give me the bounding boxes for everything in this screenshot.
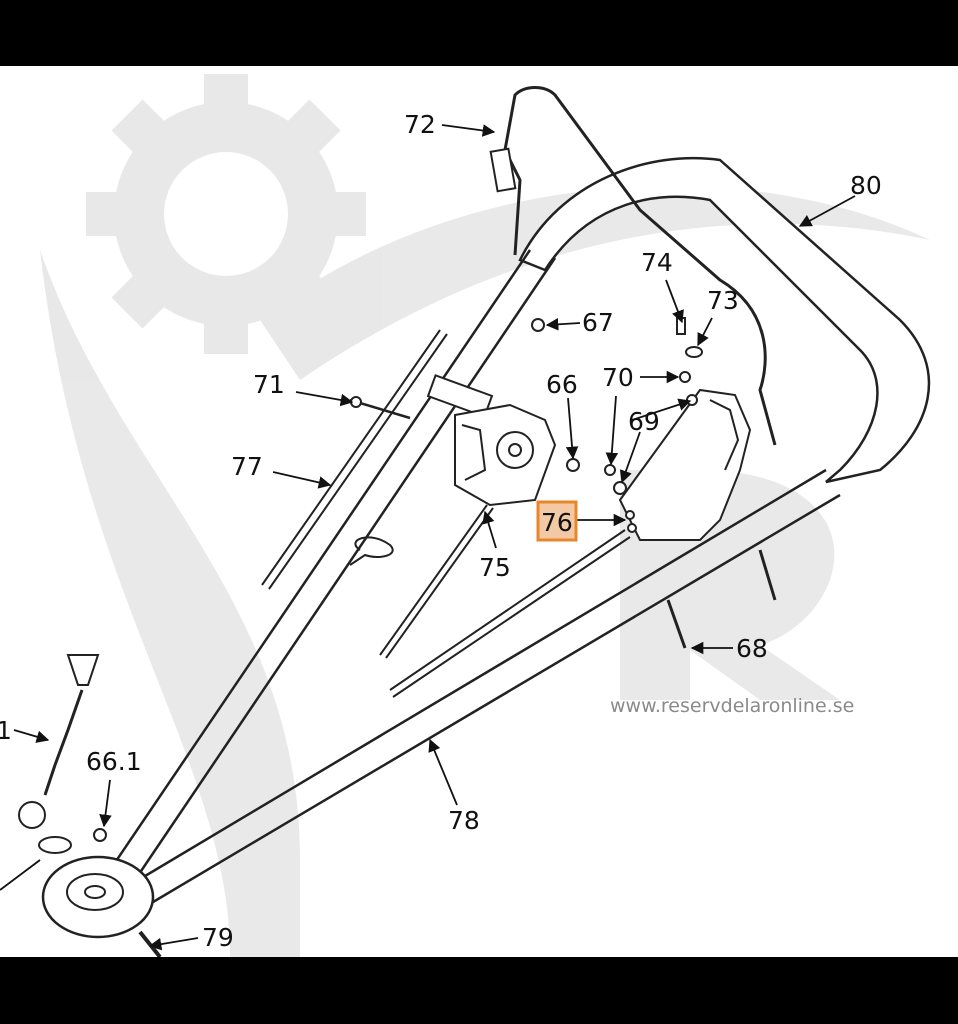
callout-1[interactable]: 1 — [0, 716, 12, 745]
callout-labels: 72 80 74 73 67 71 66 70 69 77 76 75 68 1… — [0, 110, 882, 952]
callout-74[interactable]: 74 — [641, 248, 673, 277]
part-69-nut — [613, 481, 627, 495]
callout-71[interactable]: 71 — [253, 370, 285, 399]
callout-69[interactable]: 69 — [628, 407, 660, 436]
part-69-nut-b — [686, 394, 698, 406]
callout-70[interactable]: 70 — [602, 363, 634, 392]
part-68-bolt-a — [666, 599, 687, 649]
diagram-canvas: www.reservdelaronline.se — [0, 66, 958, 957]
callout-75[interactable]: 75 — [479, 553, 511, 582]
callout-78[interactable]: 78 — [448, 806, 480, 835]
part-72-lever-wire — [503, 86, 777, 446]
part-75-control-box — [426, 374, 557, 507]
callout-76[interactable]: 76 — [541, 508, 573, 537]
part-66-1-nut — [93, 828, 107, 842]
callout-66-1[interactable]: 66.1 — [86, 747, 142, 776]
callout-72[interactable]: 72 — [404, 110, 436, 139]
part-76-rod — [389, 529, 626, 691]
base-pivot-disc — [41, 855, 155, 939]
part-70-nut-b — [679, 371, 691, 383]
callout-76-highlight — [536, 500, 578, 542]
part-77-rod — [261, 329, 441, 586]
handle-assembly — [18, 86, 931, 957]
part-68-bolt-b — [758, 549, 777, 601]
part-66-nut — [566, 458, 580, 472]
exploded-parts-diagram: www.reservdelaronline.se — [0, 74, 931, 957]
part-72-grip — [489, 147, 517, 193]
part-80-upper-handle — [518, 156, 931, 484]
callout-79[interactable]: 79 — [202, 923, 234, 952]
part-75-cable — [379, 504, 488, 656]
part-78-tube-left — [108, 249, 532, 871]
callout-68[interactable]: 68 — [736, 634, 768, 663]
callout-66[interactable]: 66 — [546, 370, 578, 399]
letterbox-bottom — [0, 957, 958, 1024]
callout-80[interactable]: 80 — [850, 171, 882, 200]
swoosh-shape — [40, 250, 300, 957]
part-78-tube-right — [129, 468, 827, 887]
leader-arrows — [0, 124, 856, 951]
part-73-washer — [685, 346, 703, 358]
part-hook-clip — [349, 536, 394, 566]
letterbox-top — [0, 0, 958, 66]
callout-73[interactable]: 73 — [707, 286, 739, 315]
callout-77[interactable]: 77 — [231, 452, 263, 481]
part-67-nut — [531, 318, 545, 332]
callout-67[interactable]: 67 — [582, 308, 614, 337]
part-1-knob-lever — [18, 654, 100, 854]
part-71-nut — [350, 396, 362, 408]
part-70-nut-a — [604, 464, 616, 476]
gear-icon — [86, 74, 366, 354]
watermark-text: www.reservdelaronline.se — [610, 695, 854, 717]
part-76-bracket — [618, 388, 752, 541]
